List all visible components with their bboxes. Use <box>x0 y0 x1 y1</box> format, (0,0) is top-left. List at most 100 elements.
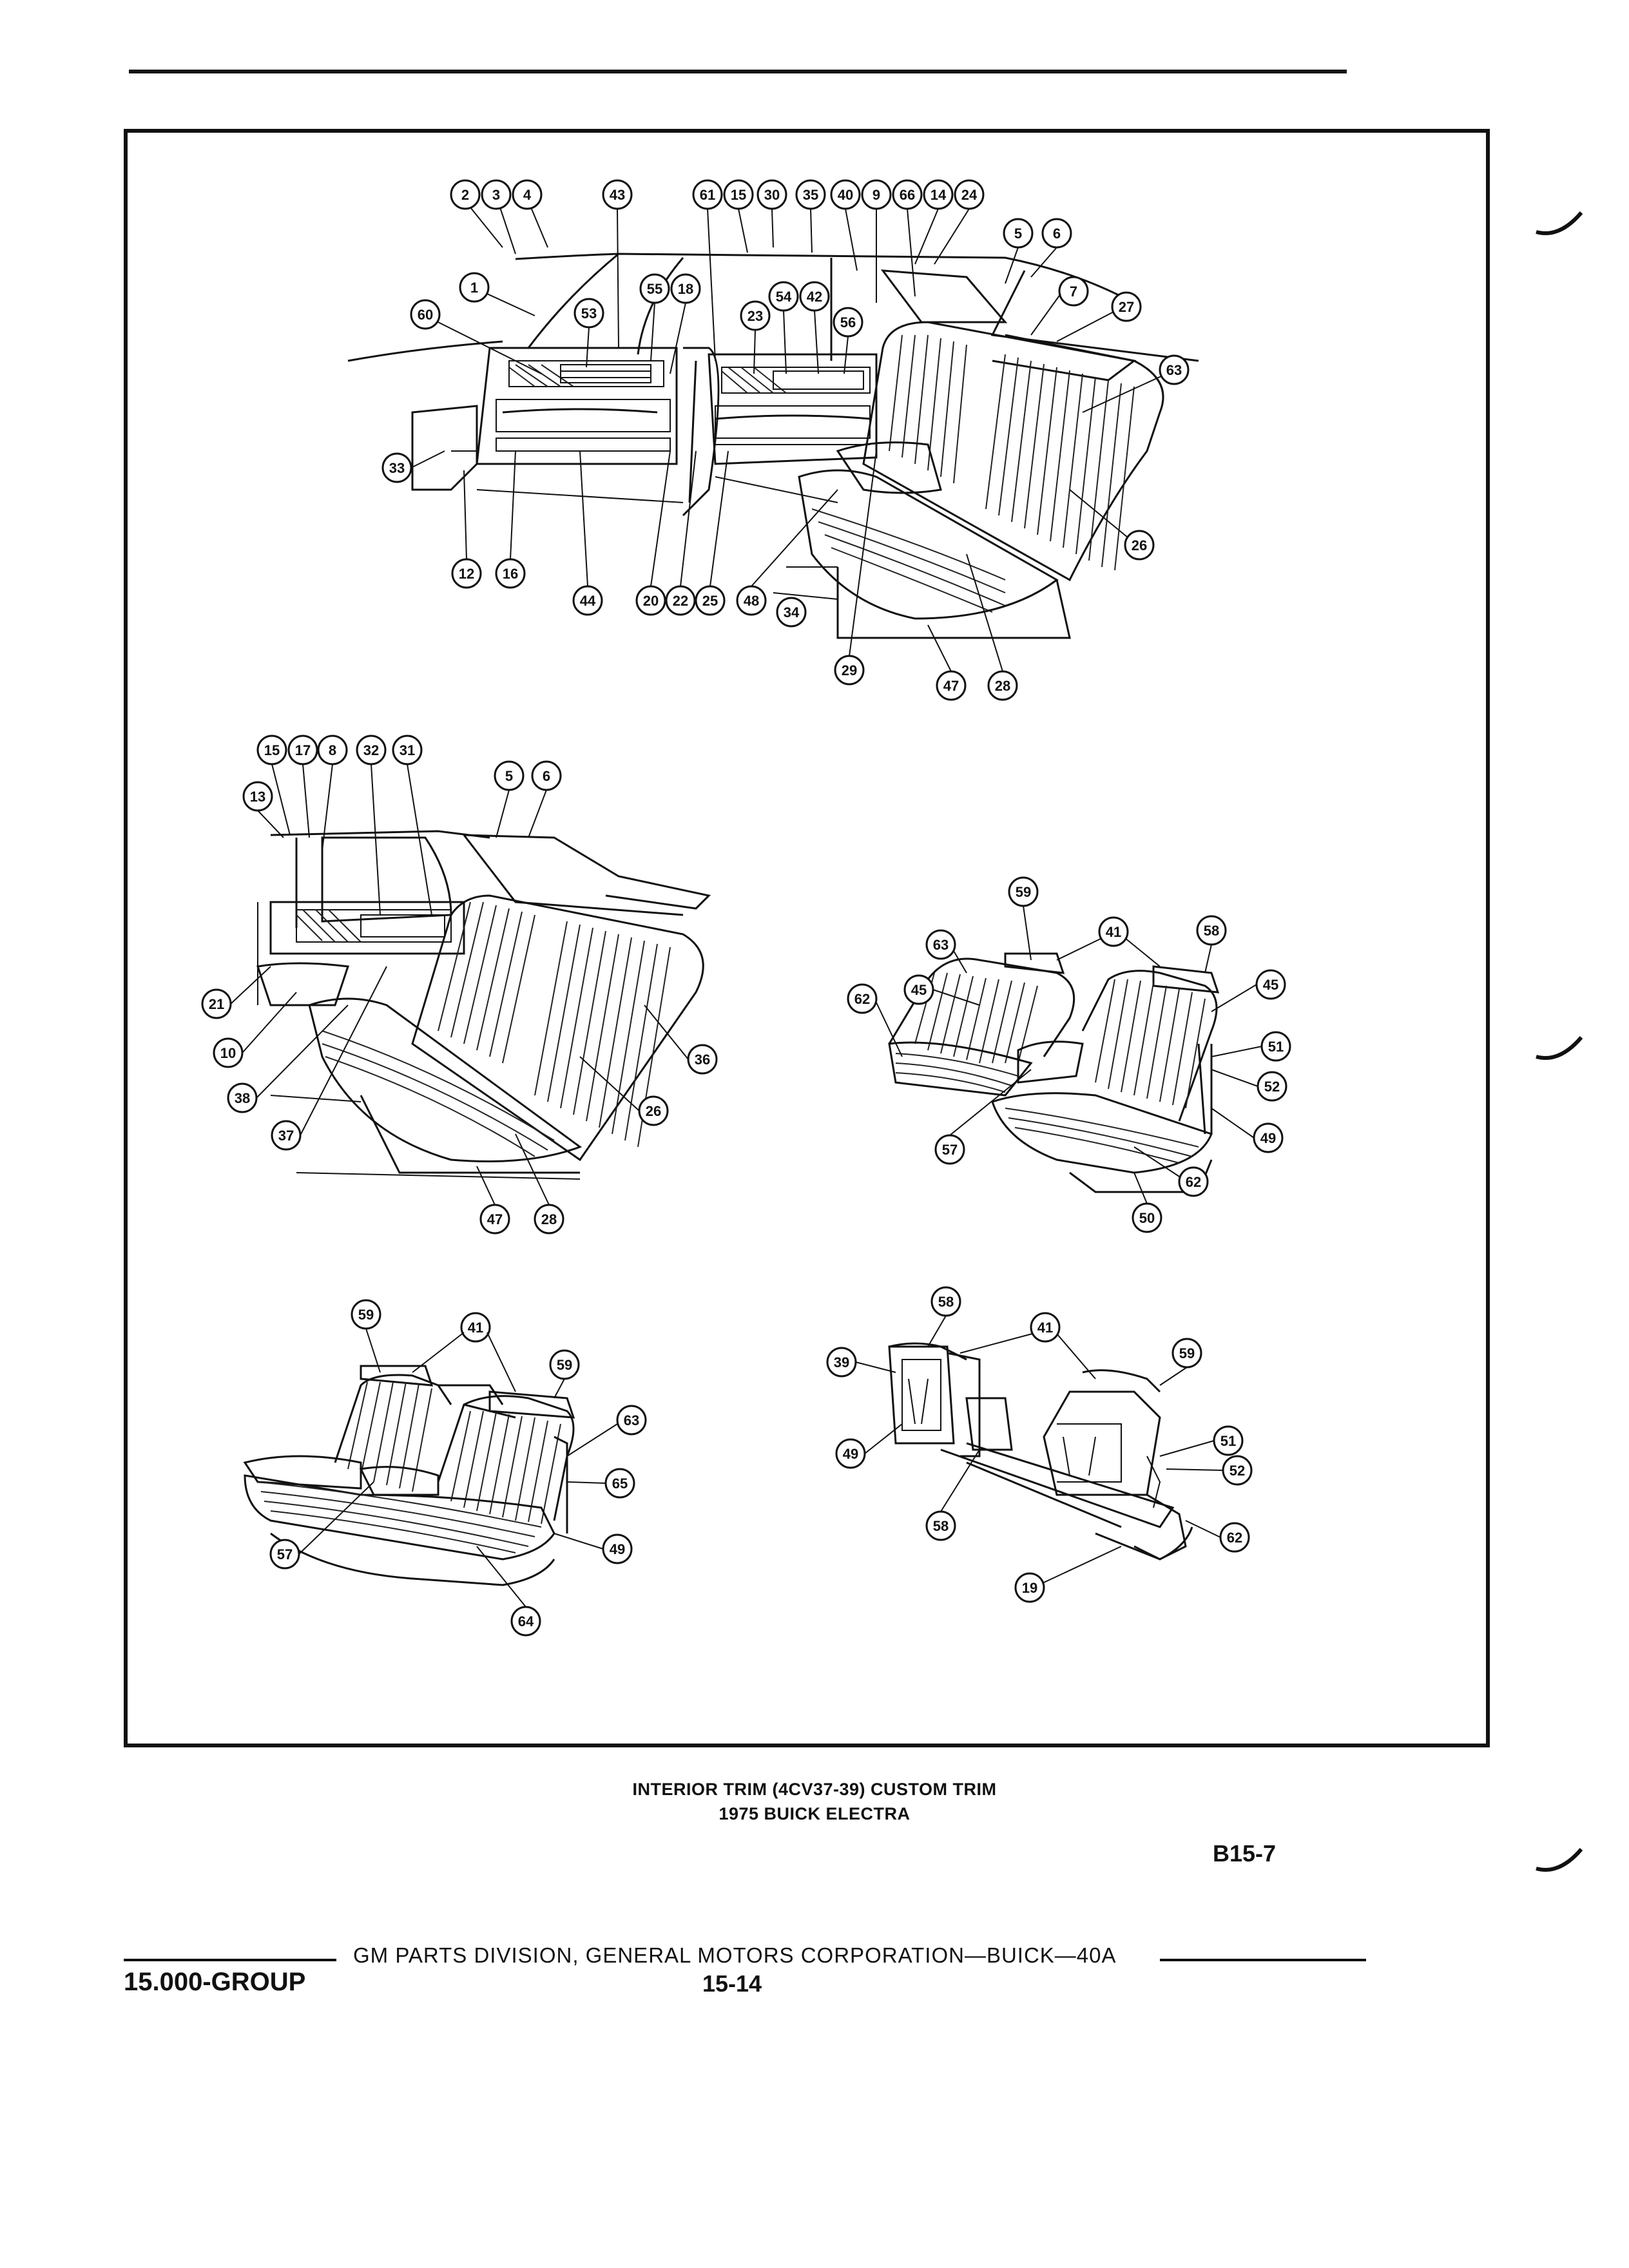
callout-number: 30 <box>764 187 780 203</box>
callout-number: 58 <box>1204 923 1219 939</box>
callout-number: 64 <box>518 1613 534 1629</box>
callout-number: 44 <box>580 593 596 609</box>
callouts-view2: 15 17 8 32 31 5 6 13 21 10 38 37 36 26 4… <box>201 735 718 1235</box>
callout-number: 29 <box>842 662 857 678</box>
callout-number: 17 <box>295 742 311 758</box>
callout-number: 59 <box>1016 884 1031 900</box>
footer-group: 15.000-GROUP <box>124 1968 306 1996</box>
callout-number: 35 <box>803 187 818 203</box>
callout-number: 48 <box>744 593 759 609</box>
callout-number: 39 <box>834 1354 849 1370</box>
callout-number: 28 <box>995 678 1010 694</box>
callout-number: 12 <box>459 566 474 582</box>
callout-number: 63 <box>1166 362 1182 378</box>
callout-bubble <box>616 1405 647 1436</box>
callout-bubble <box>925 929 956 960</box>
callout-number: 49 <box>1260 1130 1276 1146</box>
caption-subtitle: 1975 BUICK ELECTRA <box>718 1804 911 1823</box>
footer-page-number: 15-14 <box>702 1970 762 1997</box>
margin-mark <box>1536 211 1583 235</box>
callout-number: 58 <box>938 1294 954 1310</box>
callout-number: 1 <box>470 280 478 296</box>
caption-title: INTERIOR TRIM (4CV37-39) CUSTOM TRIM <box>632 1780 997 1799</box>
callout-bubble <box>740 300 771 331</box>
callout-number: 24 <box>961 187 978 203</box>
callout-number: 23 <box>747 308 763 324</box>
callout-number: 47 <box>487 1211 503 1227</box>
callout-number: 6 <box>543 768 550 784</box>
callout-number: 59 <box>1179 1345 1195 1361</box>
callout-number: 55 <box>647 281 662 297</box>
figure-number: B15-7 <box>1213 1840 1277 1867</box>
callout-number: 58 <box>933 1518 949 1534</box>
margin-mark <box>1536 1036 1583 1060</box>
callout-number: 14 <box>930 187 947 203</box>
view-split-bench <box>888 952 1220 1193</box>
callout-bubble <box>1098 916 1129 947</box>
callout-number: 65 <box>612 1475 628 1492</box>
callout-number: 59 <box>358 1307 374 1323</box>
callout-number: 52 <box>1264 1079 1280 1095</box>
footer-credit: GM PARTS DIVISION, GENERAL MOTORS CORPOR… <box>353 1943 1117 1967</box>
callout-number: 38 <box>235 1090 250 1106</box>
callout-number: 18 <box>678 281 693 297</box>
callout-bubble <box>410 299 441 330</box>
callout-number: 4 <box>523 187 532 203</box>
callout-number: 27 <box>1119 299 1134 315</box>
view-seat-frame <box>888 1342 1193 1561</box>
callout-number: 51 <box>1268 1039 1284 1055</box>
callout-number: 26 <box>1132 537 1147 553</box>
callout-number: 60 <box>418 307 433 323</box>
callout-number: 26 <box>646 1103 661 1119</box>
callout-number: 19 <box>1022 1580 1037 1596</box>
callout-number: 63 <box>933 937 949 953</box>
callout-number: 28 <box>541 1211 557 1227</box>
callout-number: 33 <box>389 460 405 476</box>
callout-number: 37 <box>278 1128 294 1144</box>
callout-number: 7 <box>1070 284 1077 300</box>
callout-bubble <box>481 179 512 210</box>
leaders-view3 <box>876 905 1262 1204</box>
callout-number: 59 <box>557 1357 572 1373</box>
callout-number: 10 <box>220 1045 236 1061</box>
margin-mark <box>1536 1848 1583 1872</box>
callout-number: 5 <box>1014 226 1022 242</box>
callout-bubble <box>1178 1166 1209 1197</box>
top-rule <box>129 70 1347 73</box>
callout-bubble <box>1159 354 1190 385</box>
callout-number: 22 <box>673 593 688 609</box>
callout-number: 40 <box>838 187 853 203</box>
callout-number: 63 <box>624 1412 639 1428</box>
callout-bubble <box>460 1312 491 1343</box>
callout-number: 49 <box>843 1446 858 1462</box>
callout-number: 62 <box>1227 1530 1242 1546</box>
callout-bubble <box>512 179 543 210</box>
callouts-view1: 2 3 4 43 61 15 30 35 40 9 66 14 24 5 6 1… <box>381 179 1190 701</box>
callout-number: 20 <box>643 593 659 609</box>
callout-bubble <box>459 272 490 303</box>
callout-number: 52 <box>1229 1463 1245 1479</box>
callout-bubble <box>1111 291 1142 322</box>
callout-number: 36 <box>695 1052 710 1068</box>
callout-bubble <box>776 597 807 628</box>
callouts-view5: 58 41 59 39 49 58 51 52 62 19 <box>826 1286 1253 1603</box>
callout-number: 42 <box>807 289 822 305</box>
leaders-view5 <box>855 1315 1224 1583</box>
callout-number: 57 <box>277 1546 293 1562</box>
callout-bubble <box>1014 1572 1045 1603</box>
leaders-view2 <box>230 764 689 1206</box>
leaders-view1 <box>410 207 1162 672</box>
callout-number: 66 <box>900 187 915 203</box>
callout-number: 25 <box>702 593 718 609</box>
callout-number: 61 <box>700 187 715 203</box>
callout-number: 50 <box>1139 1210 1155 1226</box>
callout-number: 51 <box>1220 1433 1236 1449</box>
callout-number: 6 <box>1053 226 1061 242</box>
callout-number: 21 <box>209 996 224 1012</box>
diagram-frame <box>124 129 1490 1747</box>
view-bench-armrest <box>243 1365 575 1586</box>
footer-rule-left <box>124 1959 336 1961</box>
callout-bubble <box>1030 1312 1061 1343</box>
callouts-view3: 59 41 58 63 45 45 62 51 52 49 57 62 50 <box>847 876 1291 1233</box>
